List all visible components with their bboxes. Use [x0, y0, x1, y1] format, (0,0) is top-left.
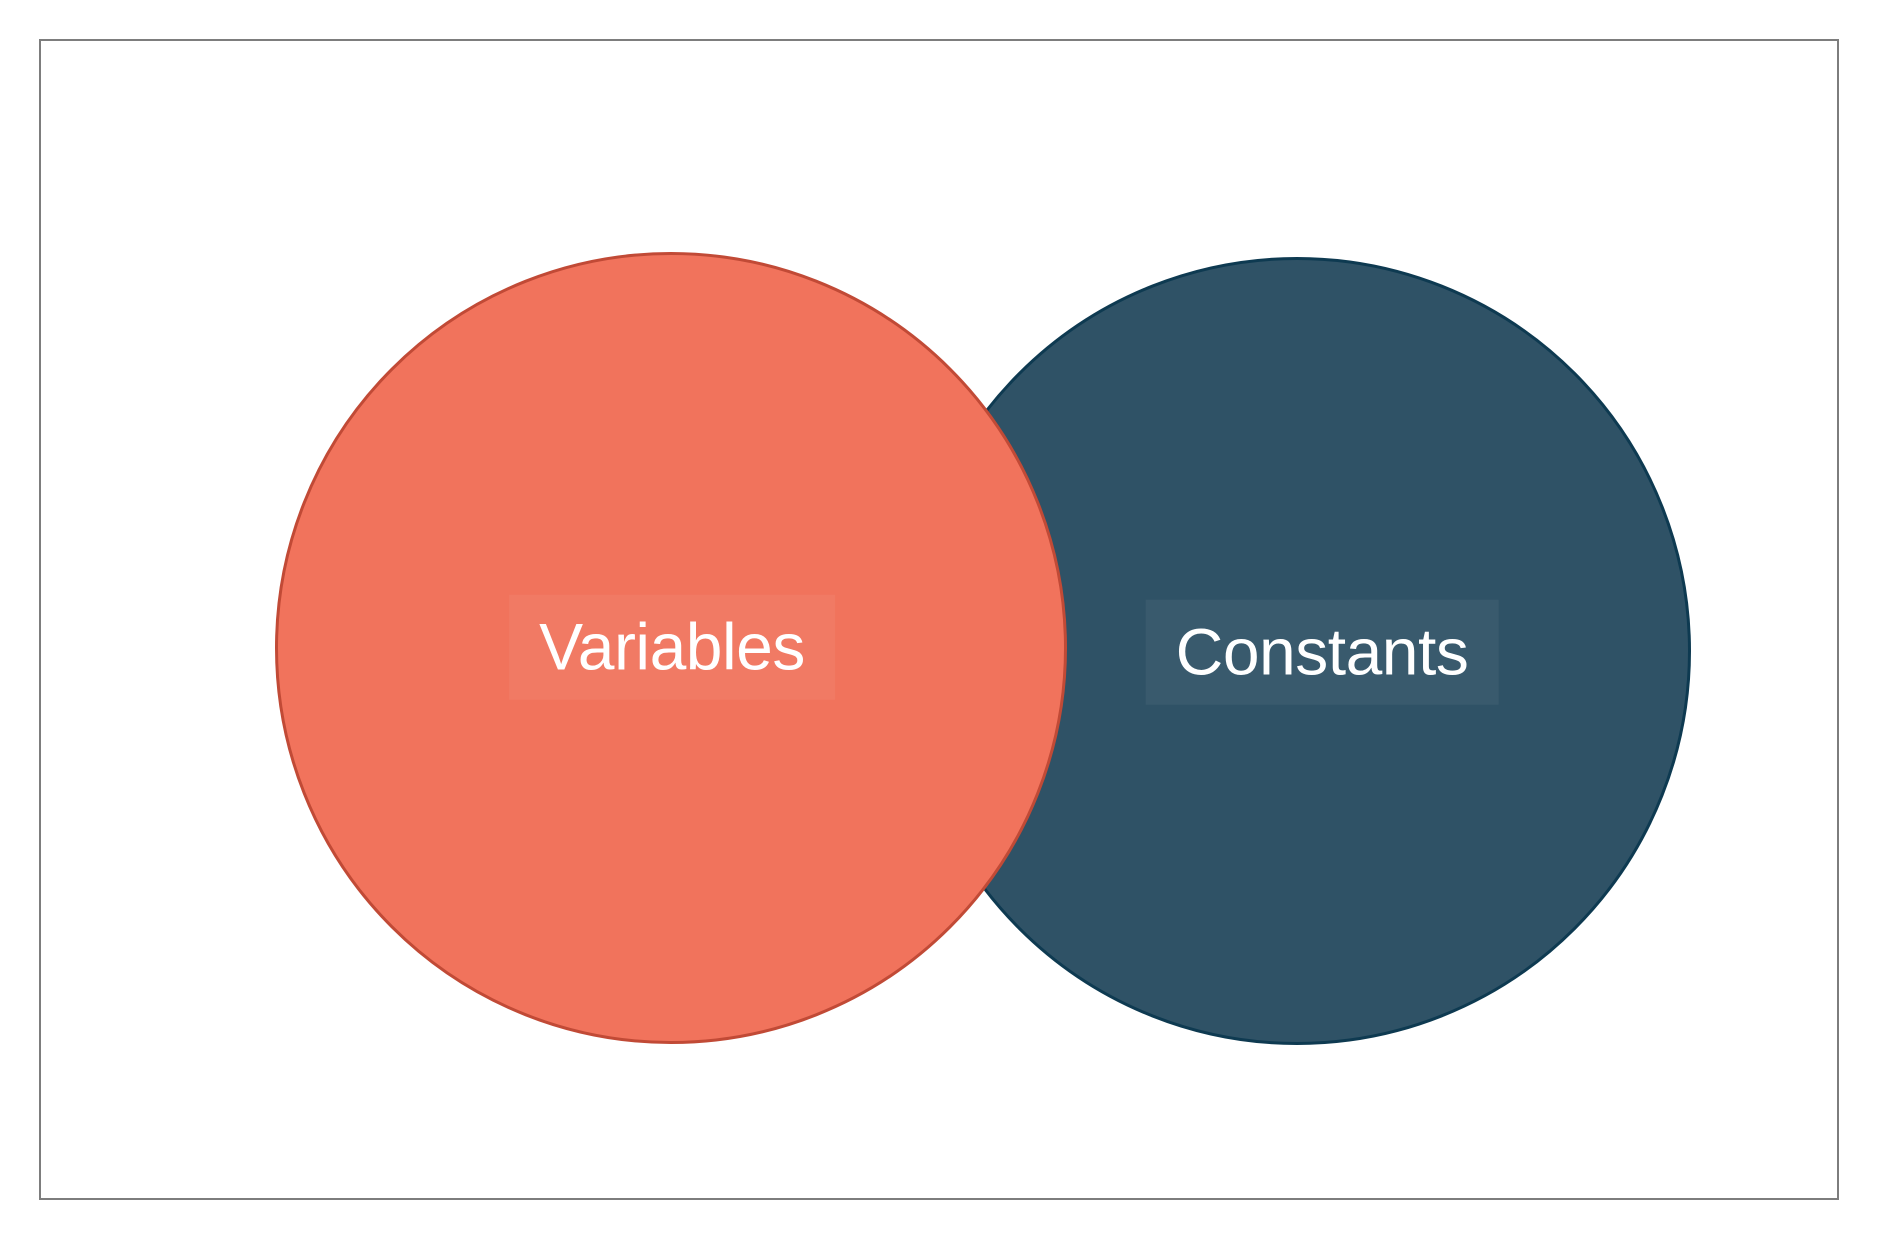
variables-label: Variables	[509, 594, 835, 700]
diagram-frame: Variables Constants	[39, 39, 1839, 1200]
variables-circle	[275, 252, 1067, 1044]
constants-label: Constants	[1145, 599, 1499, 705]
